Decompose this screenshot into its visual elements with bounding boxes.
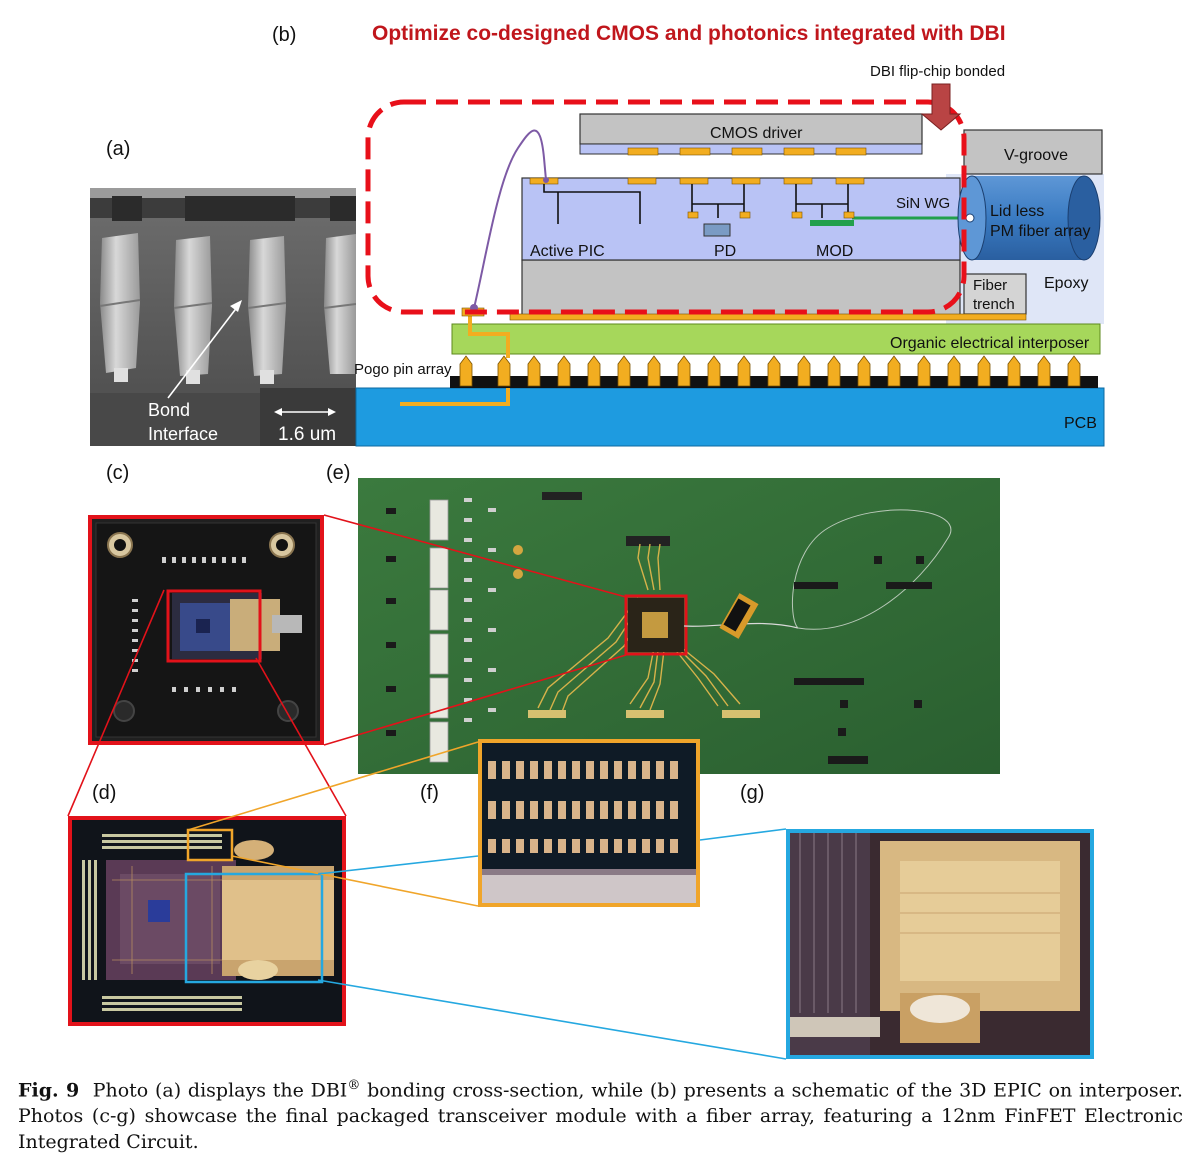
bond-label-1: Bond xyxy=(148,400,190,420)
pad-closeup-image xyxy=(482,743,696,903)
package-schematic: Epoxy PCB Pogo pin array Organic electri… xyxy=(354,63,1105,447)
v-groove xyxy=(963,129,1103,175)
interposer-trace xyxy=(400,316,510,406)
organic-interposer xyxy=(451,323,1101,355)
fiber-array-label-1: Lid less xyxy=(990,203,1044,220)
fiber-trench-label-1: Fiber xyxy=(973,277,1007,294)
board-photo xyxy=(358,478,1000,774)
dbi-arrow xyxy=(920,83,962,131)
panel-label-d: (d) xyxy=(92,782,117,804)
v-groove-label: V-groove xyxy=(1004,147,1068,164)
panel-label-c: (c) xyxy=(106,462,130,484)
modulator xyxy=(810,220,854,226)
mod-label: MOD xyxy=(816,243,853,260)
figure-number: Fig. 9 xyxy=(18,1079,80,1102)
bond-arrow xyxy=(167,305,239,399)
pic-interconnect xyxy=(543,184,849,224)
interposer-label: Organic electrical interposer xyxy=(890,335,1090,352)
panel-label-a: (a) xyxy=(106,138,131,160)
sem-pillars xyxy=(99,233,356,384)
blue-callouts xyxy=(317,828,787,1060)
sin-wg-label: SiN WG xyxy=(896,195,950,212)
photodetector xyxy=(703,223,731,237)
fiber-trench-label-2: trench xyxy=(973,296,1015,313)
optimize-outline xyxy=(365,99,967,315)
panel-label-g: (g) xyxy=(740,782,765,804)
caption-text-1: Photo (a) displays the DBI xyxy=(92,1079,348,1102)
chip-top-image xyxy=(72,820,342,1022)
panel-label-f: (f) xyxy=(420,782,439,804)
pic-substrate xyxy=(521,259,961,317)
board-image xyxy=(358,478,1000,774)
dbi-label: DBI flip-chip bonded xyxy=(870,63,1005,80)
sem-bond-photo: Bond Interface 1.6 um xyxy=(90,188,356,446)
chip-top-view-photo xyxy=(68,816,346,1026)
pd-label: PD xyxy=(714,243,736,260)
panel-label-b: (b) xyxy=(272,24,297,46)
fiber-closeup-photo xyxy=(786,829,1094,1059)
pcb-label: PCB xyxy=(1064,415,1097,432)
cmos-pads xyxy=(627,147,867,156)
orange-callouts xyxy=(187,741,479,907)
pogo-label: Pogo pin array xyxy=(354,361,452,378)
bond-label-2: Interface xyxy=(148,424,218,444)
schematic-title: Optimize co-designed CMOS and photonics … xyxy=(372,22,1006,45)
caption-text-2: bonding cross-section, while (b) present… xyxy=(18,1079,1183,1154)
pogo-pin-array xyxy=(459,355,1081,387)
pad-closeup-photo xyxy=(478,739,700,907)
active-pic-label: Active PIC xyxy=(530,243,605,260)
sem-image: Bond Interface 1.6 um xyxy=(90,188,356,446)
package-image xyxy=(92,519,320,741)
pm-fiber-array xyxy=(957,175,1101,261)
figure-caption: Fig. 9 Photo (a) displays the DBI® bondi… xyxy=(18,1073,1183,1155)
caption-registered: ® xyxy=(347,1078,361,1093)
red-callouts xyxy=(67,514,627,817)
package-photo xyxy=(88,515,324,745)
fiber-array-label-2: PM fiber array xyxy=(990,223,1090,240)
panel-label-e: (e) xyxy=(326,462,351,484)
wire-bond xyxy=(473,129,547,309)
scale-label: 1.6 um xyxy=(278,424,336,445)
fiber-closeup-image xyxy=(790,833,1090,1055)
epoxy-label: Epoxy xyxy=(1044,275,1088,292)
pcb xyxy=(355,387,1105,447)
cmos-driver-label: CMOS driver xyxy=(710,125,803,142)
